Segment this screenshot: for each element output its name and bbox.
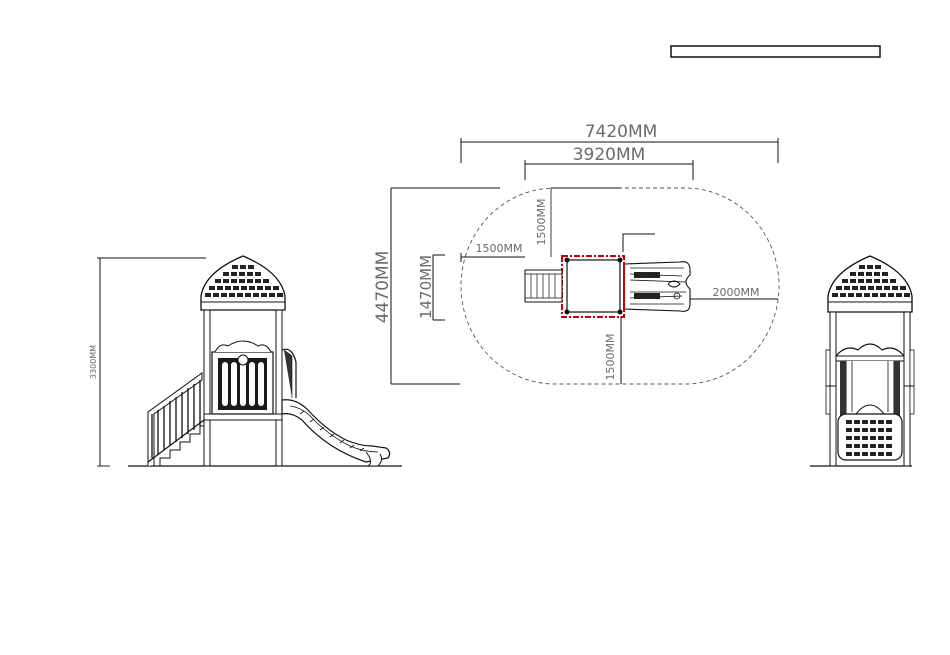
dim-top-clearance-label: 1500MM [535, 199, 548, 246]
dim-platform-width-label: 3920MM [573, 145, 646, 165]
slide-side [282, 349, 390, 466]
side-elevation: 3300MM [89, 256, 402, 466]
dim-left-clearance-label: 1500MM [476, 242, 523, 255]
dim-platform-width: 3920MM [525, 145, 693, 180]
roof-side [201, 256, 285, 310]
slide-plan [624, 262, 690, 312]
title-block [671, 46, 880, 57]
front-elevation [810, 256, 914, 466]
dim-bottom-clearance: 1500MM [604, 316, 621, 384]
decorative-panel-side [212, 341, 273, 414]
roof-front [828, 256, 912, 312]
dim-overall-width: 4470MM [373, 188, 500, 384]
dim-height-label: 3300MM [89, 345, 98, 379]
dim-platform-depth-label: 1470MM [417, 255, 435, 319]
dim-slide-clearance: 2000MM [690, 286, 778, 299]
dim-overall-width-label: 4470MM [373, 251, 393, 324]
dim-bottom-clearance-label: 1500MM [604, 334, 617, 381]
dim-overall-length-label: 7420MM [585, 122, 658, 142]
platform-deck [567, 260, 620, 312]
stairs-side [148, 373, 204, 466]
dim-left-clearance: 1500MM [461, 242, 525, 262]
stairs-plan [525, 270, 562, 302]
dim-slide-clearance-label: 2000MM [713, 286, 760, 299]
slide-front [838, 361, 902, 460]
dim-platform-depth: 1470MM [417, 255, 445, 320]
plan-view: 7420MM 3920MM 4470MM 1470MM 1500MM [373, 122, 779, 384]
